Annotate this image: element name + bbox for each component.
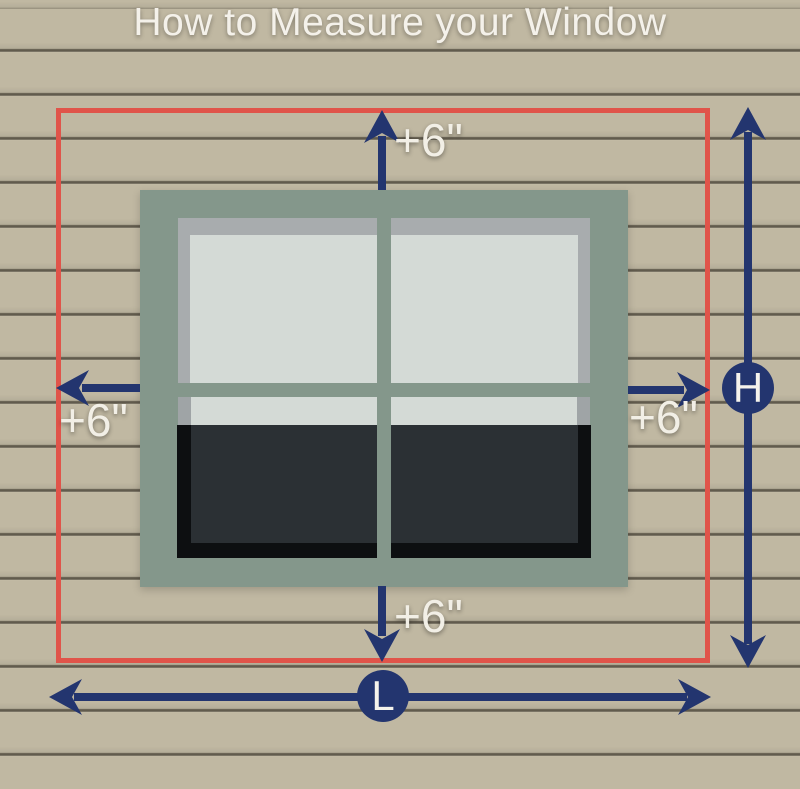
window-illustration bbox=[140, 190, 628, 587]
right-plus6-label: +6" bbox=[629, 391, 698, 443]
window-strip-cap-left bbox=[178, 396, 191, 425]
top-plus6-label: +6" bbox=[394, 114, 463, 166]
length-badge: L bbox=[357, 670, 409, 722]
right-plus6-arrow-icon bbox=[628, 372, 710, 408]
window-vertical-mullion bbox=[377, 218, 391, 558]
page-title: How to Measure your Window bbox=[133, 1, 667, 44]
window-strip-cap-right bbox=[577, 396, 590, 425]
bottom-plus6-arrow-icon bbox=[364, 586, 400, 662]
measurement-outline bbox=[56, 108, 710, 663]
left-plus6-arrow-icon bbox=[56, 370, 140, 406]
left-plus6-label: +6" bbox=[59, 394, 128, 446]
top-plus6-arrow-icon bbox=[364, 110, 400, 190]
bottom-plus6-label: +6" bbox=[394, 590, 463, 642]
height-badge: H bbox=[722, 362, 774, 414]
